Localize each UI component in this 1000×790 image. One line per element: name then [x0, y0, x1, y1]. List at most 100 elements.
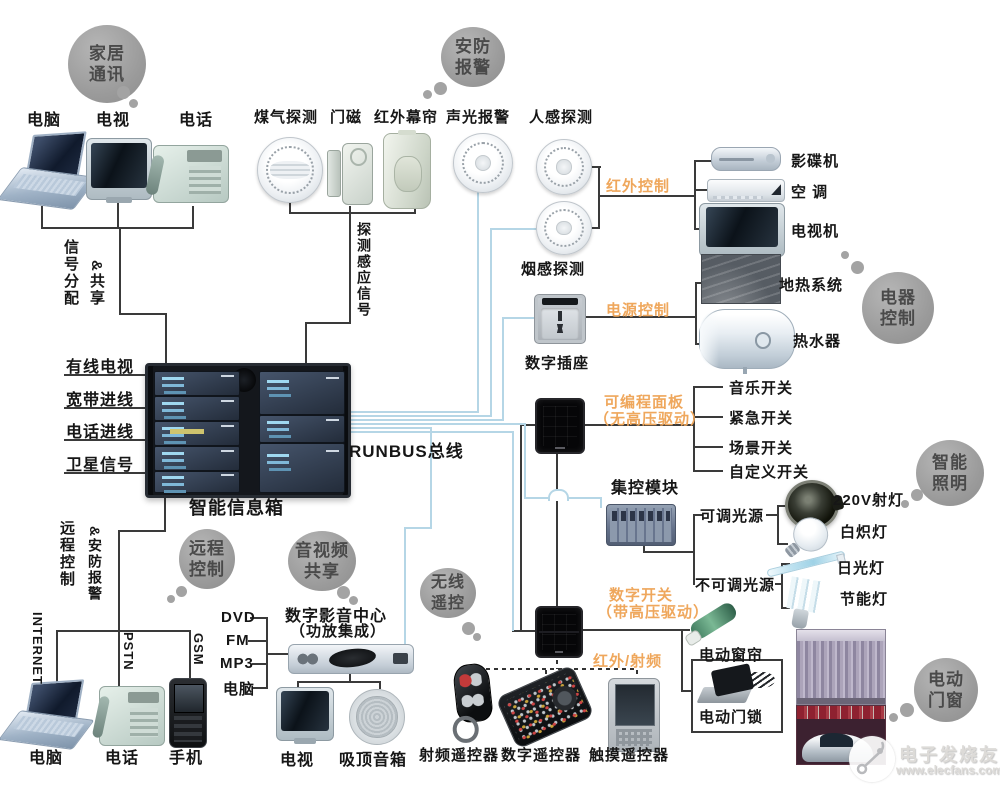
door-magnet-image — [327, 143, 373, 205]
label-av-center-sub: （功放集成） — [290, 623, 387, 640]
bubble-tail-dot — [423, 90, 432, 99]
ir-curtain-sensor-image — [383, 129, 431, 209]
label-programmable-panel: 可编程面板 — [604, 394, 685, 411]
connector-line — [775, 583, 783, 585]
connector-line — [41, 206, 43, 228]
label-music-switch: 音乐开关 — [729, 380, 794, 397]
connector-line — [766, 514, 778, 516]
connector-line — [695, 514, 703, 516]
bubble-tail-dot — [434, 82, 447, 95]
connector-line — [56, 632, 58, 685]
connector-line — [490, 228, 538, 230]
note-remote-control: 远程控制 — [58, 520, 75, 588]
watermark-name: 电子发烧友 — [899, 745, 999, 765]
connector-line — [695, 386, 723, 388]
bubble-tail-dot — [851, 261, 864, 274]
label-source-mp3: MP3 — [220, 655, 254, 672]
smoke-detector-image — [536, 201, 592, 255]
bubble-tail-dot — [349, 596, 358, 605]
connector-line — [297, 683, 299, 689]
connector-line — [117, 202, 119, 228]
energy-saving-lamp-image — [775, 575, 835, 635]
connector-line — [345, 431, 513, 433]
connector-line — [64, 439, 146, 441]
label-electric-curtain: 电动窗帘 — [699, 647, 764, 664]
connector-line — [587, 166, 601, 168]
label-runbus: RUNBUS总线 — [349, 442, 464, 461]
connector-line — [695, 470, 723, 472]
connector-line — [556, 652, 558, 669]
connector-line — [477, 190, 479, 413]
info-box-module — [154, 471, 240, 493]
connector-line — [694, 189, 710, 191]
connector-line — [779, 505, 788, 507]
connector-line — [490, 228, 492, 417]
label-custom-switch: 自定义开关 — [729, 464, 810, 481]
bubble-tail-dot — [129, 99, 138, 108]
note-pstn: PSTN — [121, 632, 136, 671]
label-energy-saving: 节能灯 — [840, 591, 889, 608]
label-central-module: 集控模块 — [611, 480, 680, 497]
label-emergency-switch: 紧急开关 — [729, 410, 794, 427]
label-cable-tv-input: 有线电视 — [66, 359, 135, 376]
connector-line — [524, 423, 526, 499]
label-ceiling-speaker: 吸顶音箱 — [339, 752, 408, 769]
label-spotlight: 220V射灯 — [833, 492, 905, 509]
bubble-smart-lighting: 智能 照明 — [916, 440, 984, 506]
connector-line — [643, 551, 695, 553]
label-source-dvd: DVD — [221, 609, 256, 626]
bubble-home-communication: 家居 通讯 — [68, 25, 146, 103]
connector-line — [695, 282, 697, 345]
label-rf-remote: 射频遥控器 — [419, 747, 500, 764]
connector-line — [189, 632, 191, 682]
connector-line — [598, 195, 696, 197]
label-pc-bottom: 电脑 — [29, 750, 64, 767]
bubble-tail-dot — [841, 251, 849, 259]
label-water-heater: 热水器 — [793, 333, 842, 350]
bubble-text: 智能 — [932, 453, 968, 472]
info-box-module — [259, 371, 345, 415]
label-mobile: 手机 — [169, 750, 204, 767]
label-source-fm: FM — [226, 632, 250, 649]
label-air-conditioner: 空 调 — [791, 184, 829, 201]
digital-socket-image — [534, 294, 586, 344]
label-power-control: 电源控制 — [606, 302, 671, 319]
touch-panel-image — [535, 398, 585, 454]
connector-line — [521, 424, 536, 426]
connector-line — [349, 214, 351, 324]
connector-line — [379, 683, 381, 689]
tv-bottom-image — [276, 687, 334, 744]
bubble-tail-dot — [911, 489, 923, 501]
connector-line — [289, 212, 416, 214]
connector-line — [694, 228, 702, 230]
connector-line — [566, 497, 601, 499]
bubble-text: 电器 — [880, 288, 916, 307]
connector-line — [56, 630, 191, 632]
connector-line — [636, 670, 638, 684]
connector-line — [192, 206, 194, 228]
connector-line — [580, 424, 694, 426]
connector-line — [695, 446, 723, 448]
connector-line — [694, 160, 714, 162]
connector-line — [681, 629, 683, 692]
connector-line — [777, 505, 779, 545]
connector-line — [252, 663, 266, 665]
connector-line — [41, 227, 194, 229]
garage-car-photo — [796, 705, 886, 765]
touch-remote-image — [608, 678, 660, 752]
laptop-image — [0, 131, 98, 210]
watermark-site: www.elecfans.com — [896, 763, 1000, 777]
label-electric-door-lock: 电动门锁 — [699, 709, 764, 726]
water-heater-image — [699, 309, 795, 374]
info-box-module — [154, 446, 240, 471]
connector-line — [556, 449, 558, 607]
bubble-text: 控制 — [880, 309, 916, 328]
connector-line — [349, 672, 351, 682]
connector-line — [587, 227, 600, 229]
label-satellite-input: 卫星信号 — [66, 457, 135, 474]
bubble-tail-dot — [176, 586, 187, 597]
bubble-tail-dot — [167, 595, 175, 603]
connector-line — [118, 532, 120, 632]
note-gsm: GSM — [191, 633, 206, 666]
sound-light-alarm-image — [453, 133, 513, 193]
